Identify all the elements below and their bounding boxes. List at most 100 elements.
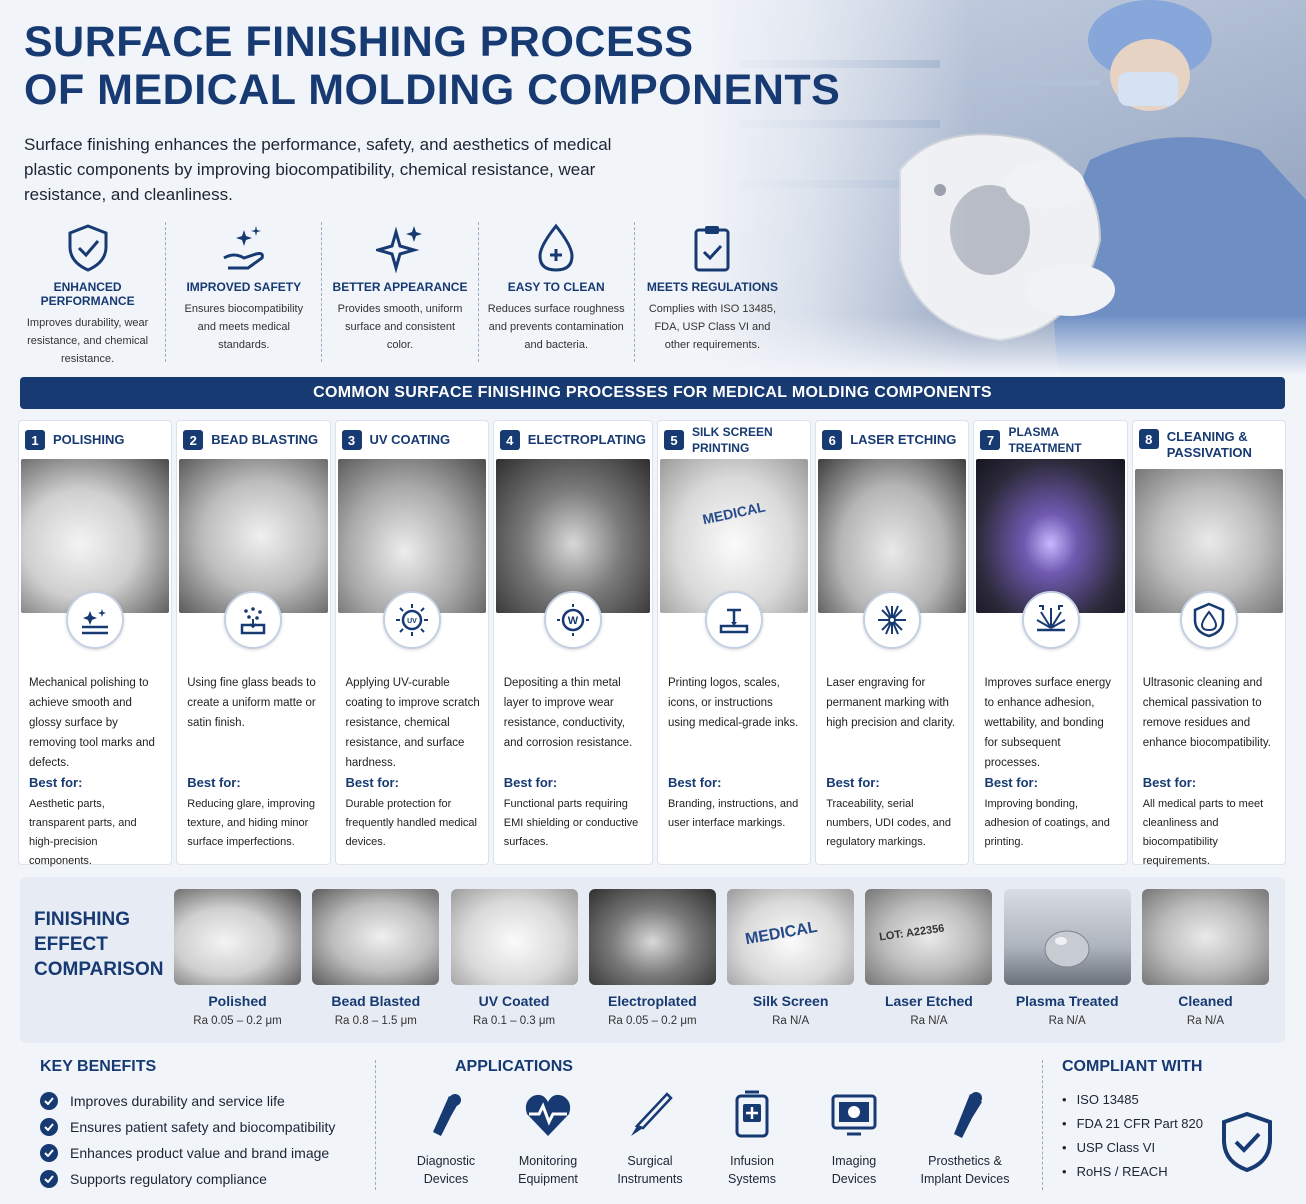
feature-desc: Complies with ISO 13485, FDA, USP Class … [648, 303, 776, 351]
sample-roughness: Ra N/A [1048, 1015, 1086, 1027]
process-photo [179, 459, 328, 613]
best-for-label: Best for: [503, 775, 558, 790]
best-for-text: Traceability, serial numbers, UDI codes,… [826, 798, 951, 848]
sparkles-icon [376, 226, 422, 274]
feature-desc: Provides smooth, uniform surface and con… [337, 303, 463, 351]
compliance-item: FDA 21 CFR Part 820 [1062, 1112, 1292, 1136]
joint-icon [433, 1094, 461, 1136]
best-for-text: All medical parts to meet cleanliness an… [1142, 798, 1264, 867]
title-line-1: SURFACE FINISHING PROCESS [24, 18, 694, 66]
sample-roughness: Ra 0.05 – 0.2 μm [193, 1015, 282, 1027]
feature-enhanced-performance: ENHANCED PERFORMANCE Improves durability… [10, 222, 167, 365]
comparison-item-cleaned: Cleaned Ra N/A [1141, 889, 1269, 1027]
benefit-item: Improves durability and service life [40, 1088, 370, 1114]
hero-photo [700, 0, 1306, 375]
shield-check-icon [1222, 1111, 1272, 1173]
benefit-item: Supports regulatory compliance [40, 1166, 370, 1192]
sample-name: Silk Screen [752, 993, 829, 1009]
process-photo [1134, 469, 1283, 613]
feature-meets-regulations: MEETS REGULATIONS Complies with ISO 1348… [635, 222, 790, 362]
finishing-comparison: FINISHING EFFECT COMPARISON Polished Ra … [20, 877, 1285, 1043]
sample-name: Electroplated [607, 993, 697, 1009]
process-title: UV COATING [369, 432, 451, 447]
best-for-label: Best for: [1142, 775, 1197, 790]
bead-blasting-icon [224, 591, 283, 649]
plasma-icon [1021, 591, 1080, 649]
process-number: 1 [25, 430, 45, 450]
feature-better-appearance: BETTER APPEARANCE Provides smooth, unifo… [322, 222, 479, 362]
process-card-bead-blasting: 2 BEAD BLASTING Using fine glass beads t… [176, 420, 331, 865]
feature-title: ENHANCED PERFORMANCE [40, 280, 135, 308]
process-desc: Ultrasonic cleaning and chemical passiva… [1142, 677, 1271, 749]
best-for-label: Best for: [29, 775, 83, 790]
sample-name: Plasma Treated [1015, 993, 1119, 1009]
sample-photo: LOT: A22356 [865, 889, 993, 985]
feature-title: IMPROVED SAFETY [186, 280, 302, 294]
process-card-electroplating: 4 ELECTROPLATING W Depositing a thin met… [492, 420, 653, 865]
process-desc: Depositing a thin metal layer to improve… [503, 677, 633, 749]
process-header: 8 CLEANING & PASSIVATION [1133, 421, 1285, 469]
sample-roughness: Ra 0.1 – 0.3 μm [473, 1015, 556, 1027]
feature-desc: Improves durability, wear resistance, an… [26, 317, 149, 365]
sample-name: UV Coated [478, 993, 550, 1009]
process-number: 8 [1138, 429, 1159, 449]
intro-text: Surface finishing enhances the performan… [24, 135, 612, 204]
silk-screen-icon [705, 591, 764, 649]
comparison-row: Polished Ra 0.05 – 0.2 μm Bead Blasted R… [174, 889, 1269, 1027]
svg-text:W: W [568, 615, 579, 627]
process-card-polishing: 1 POLISHING Mechanical polishing to achi… [18, 420, 173, 867]
process-number: 5 [663, 430, 684, 450]
bottom-section: KEY BENEFITS Improves durability and ser… [20, 1050, 1285, 1200]
heart-pulse-icon [525, 1094, 571, 1136]
shield-check-icon [68, 224, 108, 272]
section-divider [1042, 1060, 1043, 1190]
monitor-icon [831, 1094, 877, 1136]
key-benefits-title: KEY BENEFITS [40, 1058, 157, 1075]
sample-roughness: Ra 0.8 – 1.5 μm [334, 1015, 417, 1027]
application-surgical-instruments: Surgical Instruments [599, 1088, 701, 1188]
best-for-label: Best for: [984, 775, 1038, 790]
electroplating-icon: W [543, 591, 602, 649]
check-icon [40, 1144, 58, 1162]
best-for-text: Improving bonding, adhesion of coatings,… [984, 798, 1110, 848]
sample-photo [588, 889, 716, 985]
comparison-item-bead-blasted: Bead Blasted Ra 0.8 – 1.5 μm [312, 889, 440, 1027]
sample-photo [1003, 889, 1131, 985]
application-infusion-systems: Infusion Systems [701, 1088, 803, 1188]
prosthetic-icon [954, 1092, 982, 1138]
sample-roughness: Ra N/A [1186, 1015, 1224, 1027]
sample-name: Polished [208, 993, 267, 1009]
sample-roughness: Ra 0.05 – 0.2 μm [608, 1015, 697, 1027]
check-icon [40, 1092, 58, 1110]
process-number: 6 [822, 430, 843, 450]
process-header: 2 BEAD BLASTING [177, 421, 329, 459]
medical-print-label: MEDICAL [744, 918, 819, 949]
feature-strip: ENHANCED PERFORMANCE Improves durability… [10, 222, 790, 365]
comparison-title: FINISHING EFFECT COMPARISON [34, 909, 164, 980]
hand-sparkle-icon [223, 226, 264, 270]
comparison-item-plasma-treated: Plasma Treated Ra N/A [1003, 889, 1131, 1027]
drop-shield-icon [1179, 591, 1238, 649]
process-number: 2 [183, 430, 204, 450]
medical-print-label: MEDICAL [700, 498, 767, 528]
best-for-label: Best for: [667, 775, 722, 790]
feature-easy-to-clean: EASY TO CLEAN Reduces surface roughness … [479, 222, 635, 362]
lot-code-label: LOT: A22356 [878, 922, 946, 944]
compliance-item: ISO 13485 [1062, 1088, 1292, 1112]
feature-title: BETTER APPEARANCE [332, 280, 468, 294]
compliance: COMPLIANT WITH ISO 13485 FDA 21 CFR Part… [1062, 1058, 1292, 1184]
sample-name: Laser Etched [884, 993, 973, 1009]
sample-photo [450, 889, 578, 985]
process-title: POLISHING [53, 432, 125, 447]
sample-photo: MEDICAL [727, 889, 855, 985]
process-desc: Laser engraving for permanent marking wi… [826, 677, 956, 729]
process-title: BEAD BLASTING [211, 432, 319, 447]
feature-desc: Ensures biocompatibility and meets medic… [184, 303, 304, 351]
best-for-text: Functional parts requiring EMI shielding… [503, 798, 639, 848]
key-benefits: KEY BENEFITS Improves durability and ser… [40, 1058, 370, 1192]
comparison-item-polished: Polished Ra 0.05 – 0.2 μm [174, 889, 301, 1027]
process-photo [21, 459, 170, 613]
section-banner: COMMON SURFACE FINISHING PROCESSES FOR M… [20, 377, 1285, 409]
process-desc: Applying UV-curable coating to improve s… [345, 677, 480, 769]
check-icon [40, 1170, 58, 1188]
